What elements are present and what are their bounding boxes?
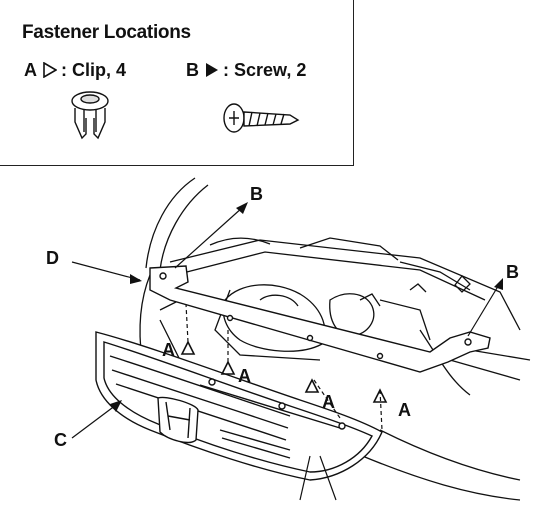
legend-screw-text: : Screw, 2 bbox=[223, 60, 307, 80]
legend-clip-letter: A bbox=[24, 60, 37, 80]
engine-bay bbox=[139, 177, 531, 501]
filled-triangle-icon bbox=[205, 62, 219, 83]
callout-a-2: A bbox=[238, 366, 251, 386]
hollow-triangle-icon bbox=[43, 61, 58, 83]
callout-b-right: B bbox=[506, 262, 519, 282]
legend-screw-letter: B bbox=[186, 60, 199, 80]
legend-clip-text: : Clip, 4 bbox=[61, 60, 127, 80]
leader-lines bbox=[71, 206, 501, 501]
arrow-c bbox=[110, 400, 122, 412]
clip-marker-4 bbox=[372, 388, 388, 403]
legend-clip: A : Clip, 4 bbox=[24, 60, 126, 83]
clip-locations bbox=[180, 340, 388, 403]
callout-c: C bbox=[54, 430, 67, 450]
arrow-b-right bbox=[494, 278, 503, 290]
clip-marker-3 bbox=[304, 378, 320, 393]
arrow-b-upper bbox=[236, 202, 248, 214]
upper-bracket bbox=[149, 265, 491, 373]
clip-illustration bbox=[71, 91, 109, 140]
legend-box: Fastener Locations A : Clip, 4 B : Screw, … bbox=[0, 0, 354, 166]
clip-marker-1 bbox=[180, 340, 196, 355]
callout-d: D bbox=[46, 248, 59, 268]
arrow-d bbox=[130, 274, 142, 284]
legend-screw: B : Screw, 2 bbox=[186, 60, 306, 83]
legend-title: Fastener Locations bbox=[22, 22, 191, 43]
clip-marker-2 bbox=[220, 360, 236, 375]
callout-a-3: A bbox=[322, 392, 335, 412]
callout-a-4: A bbox=[398, 400, 411, 420]
screw-illustration bbox=[223, 103, 300, 133]
front-grille bbox=[95, 331, 383, 481]
callout-a-1: A bbox=[162, 340, 175, 360]
arrowheads bbox=[110, 202, 503, 412]
callout-b-upper: B bbox=[250, 184, 263, 204]
